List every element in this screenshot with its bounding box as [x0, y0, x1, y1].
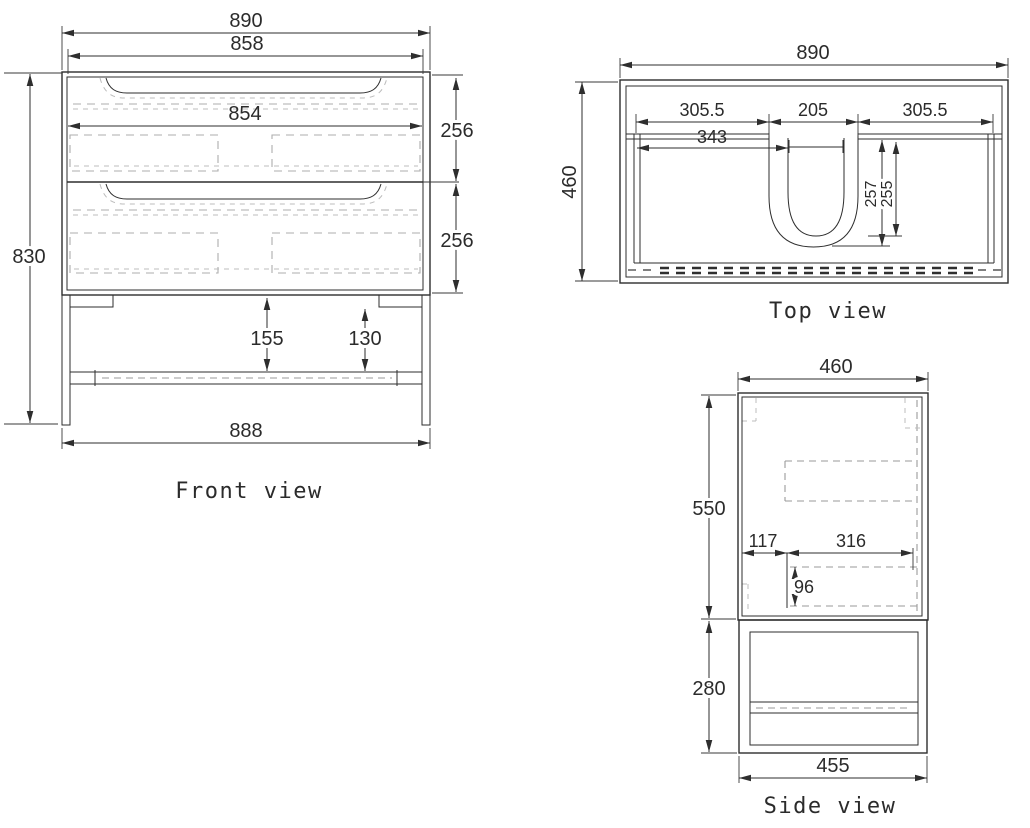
front-dim-overall-height: 830	[12, 246, 45, 268]
front-dim-bottom-drawer-height: 256	[440, 230, 473, 252]
front-dim-carcass-width: 858	[230, 33, 263, 55]
side-dim-base-depth: 455	[816, 755, 849, 777]
front-dimensions: 890 858 854 256 256 830 155 130 888	[4, 10, 477, 449]
top-dim-left-bay-width: 343	[697, 127, 727, 147]
side-dim-front-offset: 117	[749, 531, 778, 551]
front-cabinet-outline	[61, 71, 463, 296]
side-dim-cutout-height: 96	[794, 577, 814, 597]
top-dim-basin-to-right: 305.5	[902, 100, 947, 120]
front-dim-plinth-inner-height: 130	[348, 328, 381, 350]
top-dim-basin-depth-inner: 255	[879, 181, 896, 208]
top-dimensions: 890 460 305.5 205 305.5 343 257 255	[559, 42, 1009, 282]
side-hidden-details	[742, 398, 921, 614]
top-view-label: Top view	[769, 299, 887, 324]
front-drawer-hidden-details	[69, 77, 421, 274]
side-cabinet-outline	[737, 392, 929, 621]
side-view-label: Side view	[764, 794, 897, 819]
top-dim-left-to-basin: 305.5	[679, 100, 724, 120]
top-dim-basin-width: 205	[798, 100, 828, 120]
top-dim-overall-width: 890	[796, 42, 829, 64]
side-dimensions: 460 550 117 316 96 280 455	[689, 356, 929, 783]
side-dim-cutout-depth: 316	[836, 531, 866, 551]
top-view: 890 460 305.5 205 305.5 343 257 255 Top …	[559, 42, 1009, 324]
side-view: 460 550 117 316 96 280 455 Side view	[689, 356, 929, 819]
top-dim-basin-depth-outer: 257	[863, 181, 880, 208]
front-view: 890 858 854 256 256 830 155 130 888 Fron…	[4, 10, 477, 504]
front-dim-drawer-width: 854	[228, 103, 261, 125]
side-legs	[738, 619, 928, 754]
front-dim-base-width: 888	[229, 420, 262, 442]
side-dim-leg-height: 280	[692, 678, 725, 700]
side-dim-overall-depth: 460	[819, 356, 852, 378]
front-view-label: Front view	[175, 479, 322, 504]
top-front-edge-hatch	[628, 266, 1001, 275]
front-dim-top-drawer-height: 256	[440, 120, 473, 142]
front-legs	[61, 294, 431, 426]
side-dim-cabinet-height: 550	[692, 498, 725, 520]
top-outline	[619, 79, 1009, 284]
front-dim-plinth-height: 155	[250, 328, 283, 350]
front-dim-overall-width: 890	[229, 10, 262, 32]
top-basin-cutout	[768, 133, 859, 248]
top-dim-overall-depth: 460	[559, 165, 581, 198]
